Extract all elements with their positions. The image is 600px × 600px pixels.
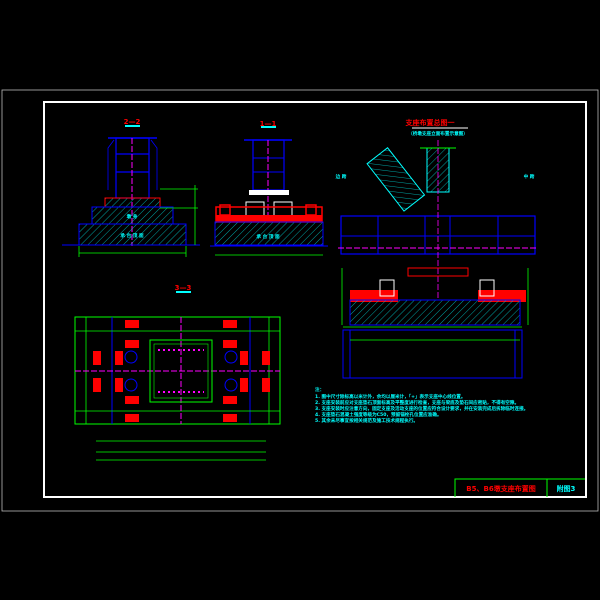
notes-heading: 注： [315, 386, 324, 393]
section-1-1: 1—1 承 台 顶 面 [210, 120, 328, 256]
left-span-label: 边 跨 [335, 173, 347, 180]
right-elevation: 支座布置总图一 （桥墩支座立面布置示意图） 边 跨 中 跨 [335, 118, 538, 379]
note-4: 4. 支座垫石混凝土强度等级为C50，预留锚栓孔位置应准确。 [315, 411, 442, 418]
inner-frame-border [43, 101, 587, 498]
notes: 注： 1. 图中尺寸除标高以米计外，余均以厘米计，「+」表示支座中心线位置。 2… [315, 386, 528, 424]
note-5: 5. 其余未尽事宜按相关规范及施工技术规程执行。 [315, 417, 418, 424]
mid-span-label: 中 跨 [524, 173, 535, 180]
section-3-label: 3—3 [175, 284, 192, 292]
plan-3-3: 3—3 [74, 284, 281, 461]
note-3: 3. 支座安装时应注意方向，固定支座及活动支座的位置应符合设计要求，并在安装完成… [315, 405, 528, 412]
section-1-label: 1—1 [260, 120, 277, 128]
pile-cap-label: 承 台 顶 面 [120, 232, 144, 239]
right-title: 支座布置总图一 [405, 118, 455, 127]
section-2-2: 2—2 墩 身 承 台 顶 面 [62, 118, 200, 257]
right-subtitle: （桥墩支座立面布置示意图） [408, 130, 468, 137]
section-2-label: 2—2 [124, 118, 141, 126]
note-1: 1. 图中尺寸除标高以米计外，余均以厘米计，「+」表示支座中心线位置。 [315, 393, 466, 400]
drawing-title: B5、B6墩支座布置图 [466, 484, 535, 493]
pier-body-label: 墩 身 [127, 213, 138, 220]
sheet-number: 附图3 [557, 484, 576, 493]
title-block: B5、B6墩支座布置图 附图3 [454, 478, 585, 497]
pile-cap-label-2: 承 台 顶 面 [256, 233, 280, 240]
note-2: 2. 支座安装前应对支座垫石顶面标高及平整度进行检查，支座与梁底及垫石间应密贴，… [315, 399, 519, 406]
outer-sheet-border [1, 89, 599, 512]
